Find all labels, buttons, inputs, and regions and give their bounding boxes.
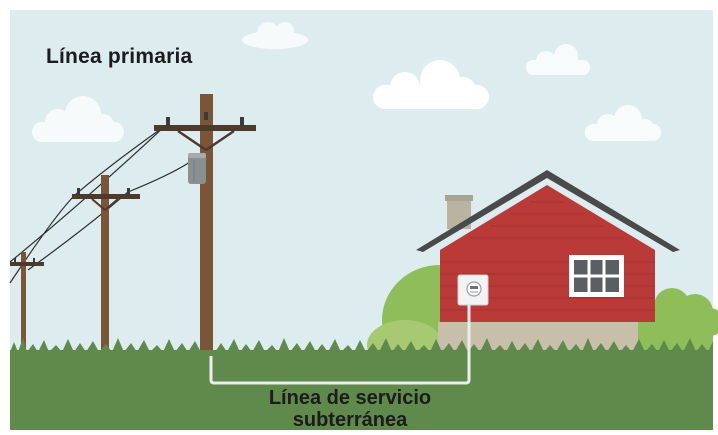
cloud xyxy=(526,44,590,75)
house-window xyxy=(569,255,624,297)
cloud xyxy=(32,96,124,142)
grass xyxy=(10,338,713,430)
cloud xyxy=(242,22,308,49)
pole-transformer-icon xyxy=(188,153,206,184)
underground-service-line-label: Línea de servicio subterránea xyxy=(250,387,450,431)
primary-power-lines xyxy=(9,125,191,284)
cloud xyxy=(373,60,489,109)
service-line-label-line-1: Línea de servicio xyxy=(268,387,432,409)
utility-pole-middle xyxy=(72,175,140,353)
primary-line-label: Línea primaria xyxy=(46,45,193,68)
cloud xyxy=(585,105,661,141)
service-line-label-line-2: subterránea xyxy=(292,409,408,431)
underground-service-line xyxy=(209,305,471,385)
utility-pole-far xyxy=(10,252,44,352)
electric-meter-icon xyxy=(457,274,489,306)
